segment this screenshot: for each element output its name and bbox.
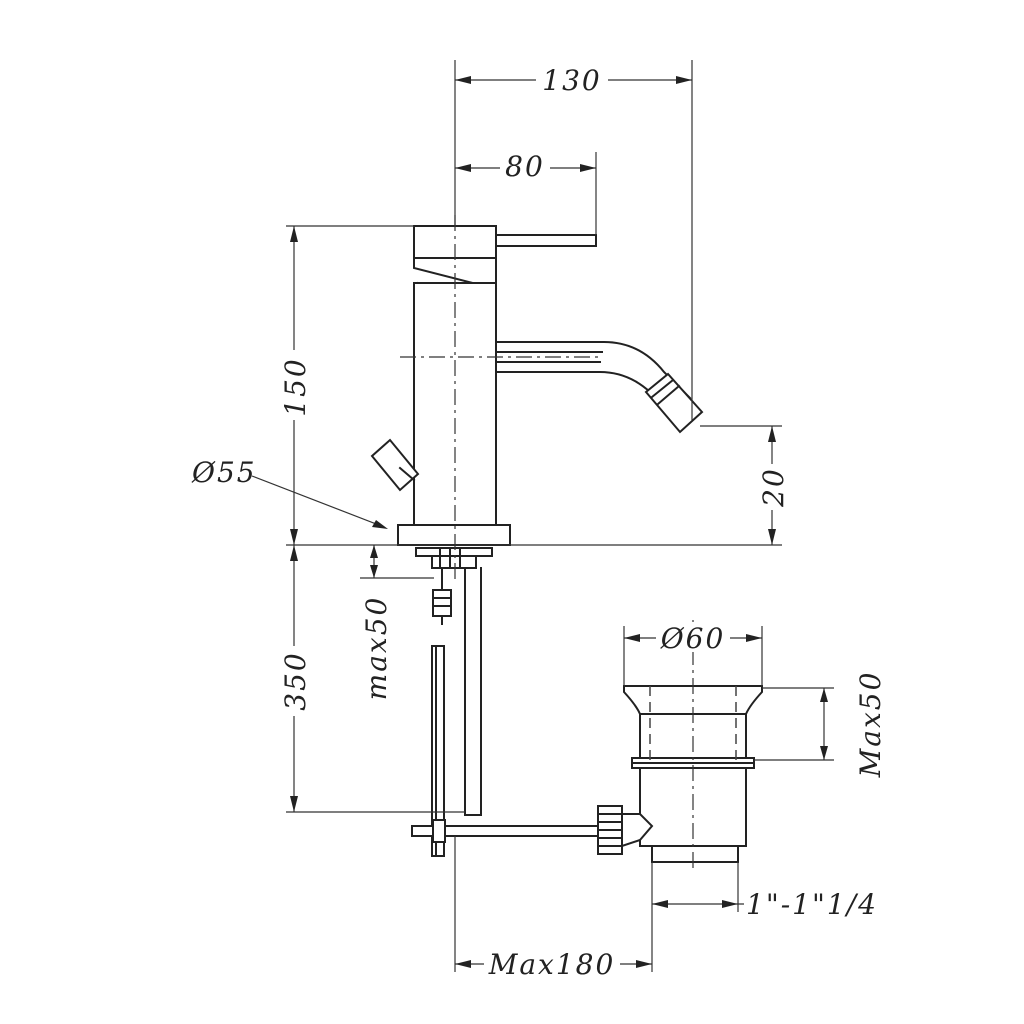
spout (495, 341, 704, 434)
dim-lever-reach: 80 (455, 150, 597, 235)
dim-overall-reach: 130 (454, 60, 693, 420)
dim-spout-height: 20 (700, 425, 790, 545)
supply-rod (464, 567, 482, 816)
dim-label-350: 350 (279, 651, 312, 710)
dim-label-o60: Ø60 (660, 622, 726, 655)
connector-fitting (432, 567, 452, 625)
dim-base-diameter: Ø55 (191, 456, 388, 529)
dim-label-waste-max50: Max50 (854, 671, 887, 779)
dim-waste-diameter: Ø60 (623, 622, 763, 686)
faucet-body (397, 225, 597, 569)
dim-label-130: 130 (542, 64, 601, 97)
pop-up-knob (370, 438, 420, 492)
horizontal-rod (411, 819, 599, 843)
pop-up-waste (597, 685, 763, 863)
dim-body-height: 150 (278, 225, 414, 545)
dim-label-80: 80 (505, 150, 545, 183)
dim-label-thread: 1"-1"1/4 (746, 888, 878, 921)
dim-label-max180: Max180 (488, 948, 616, 981)
dim-deck-thickness: max50 (360, 545, 434, 700)
dim-label-o55: Ø55 (191, 456, 257, 489)
dim-rod-length: 350 (278, 545, 465, 813)
dim-label-150: 150 (279, 357, 312, 416)
dim-rod-reach: Max180 (454, 836, 653, 981)
dim-waste-thickness: Max50 (754, 671, 887, 779)
dim-label-20: 20 (757, 467, 790, 508)
dim-waste-thread: 1"-1"1/4 (651, 862, 878, 921)
dim-label-max50: max50 (360, 596, 393, 701)
